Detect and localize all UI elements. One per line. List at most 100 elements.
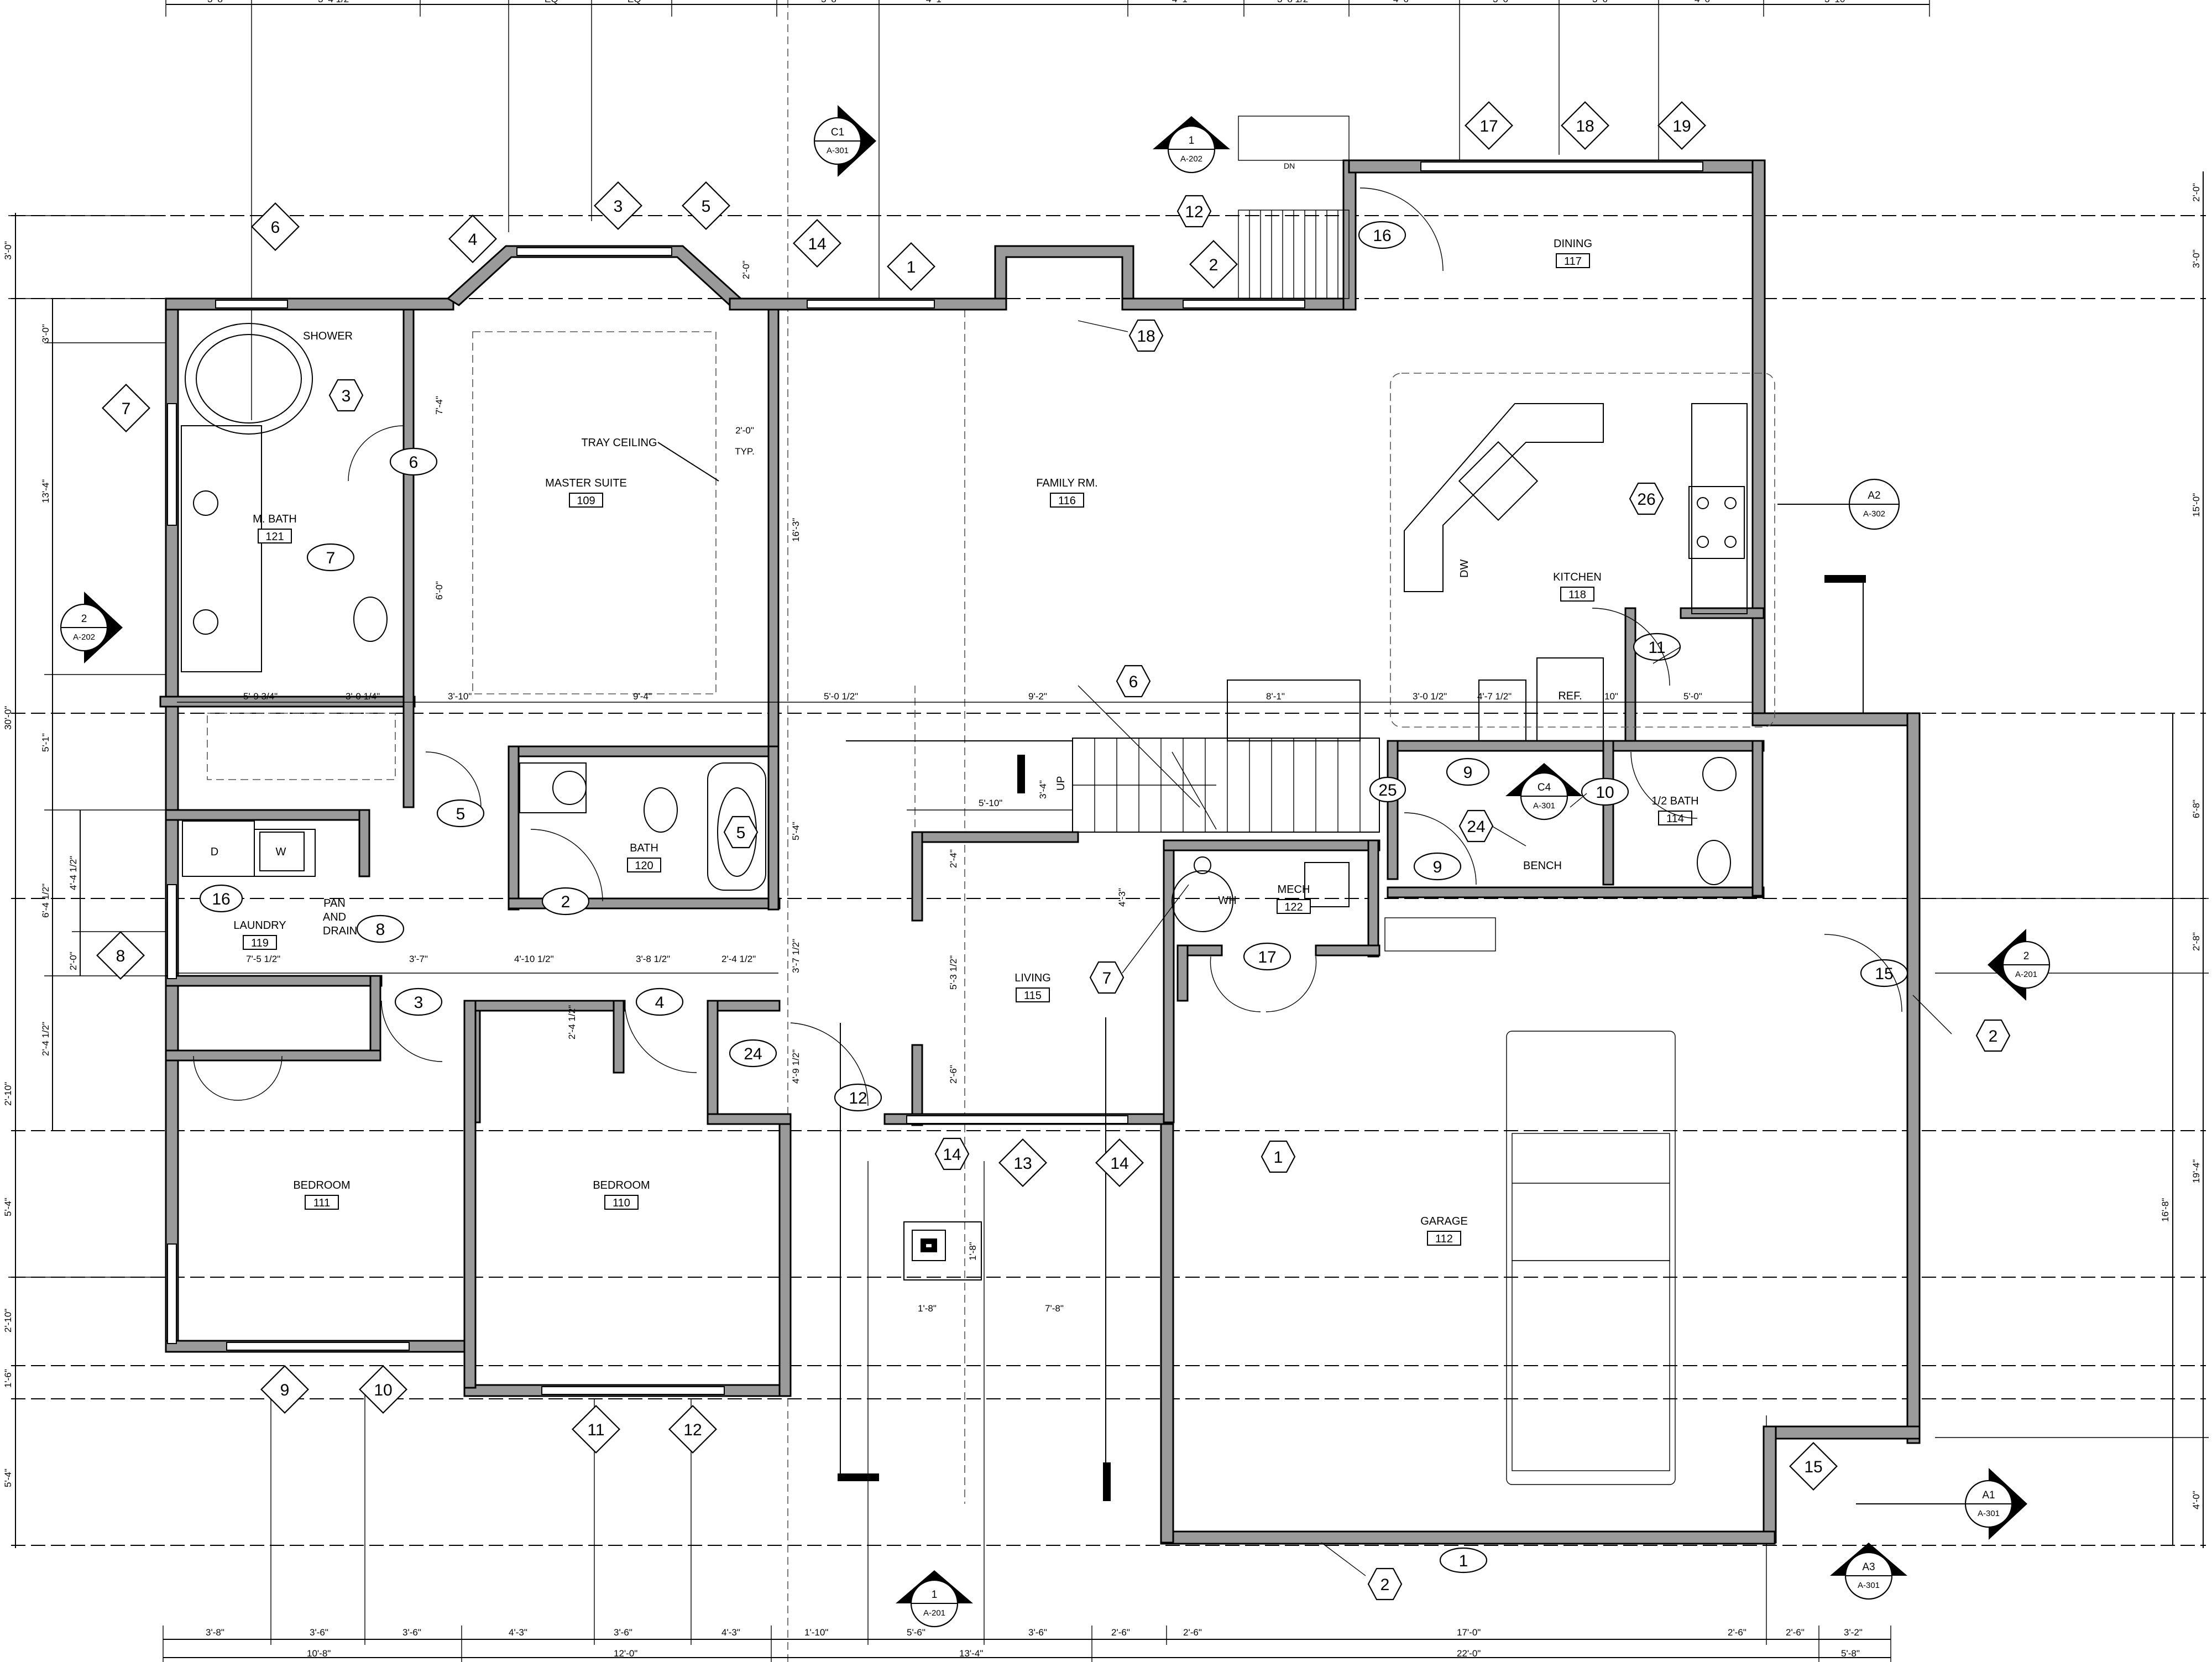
door-tag: 2 (541, 887, 590, 916)
section-c4-bottom: A-301 (1533, 801, 1555, 811)
svg-text:15: 15 (1804, 1458, 1822, 1476)
car (1506, 1031, 1676, 1485)
wall-tag: 7 (1089, 961, 1125, 994)
room-kitchen-number: 118 (1568, 589, 1586, 601)
window-tag: 2 (1189, 240, 1238, 289)
ceiling-outlines (207, 331, 1775, 780)
dim-int-24: 1'-8" (918, 1303, 937, 1314)
room-mbath-label: M. BATH (253, 513, 297, 525)
wall-tag: 6 (1116, 665, 1151, 698)
window-tag: 17 (1465, 101, 1513, 150)
section-2-a201-bottom: A-201 (2015, 970, 2037, 979)
stairs: UP DN (1055, 116, 1496, 952)
dim-int-20: 4'-3" (1117, 888, 1127, 907)
dim-bot-3: 3'-6" (402, 1627, 421, 1638)
dim-bot-10: 2'-6" (1111, 1627, 1130, 1638)
dim-top-9: 4'-6" (1393, 0, 1412, 4)
dim-bot-6: 4'-3" (721, 1627, 740, 1638)
svg-text:18: 18 (1576, 117, 1594, 135)
up-label: UP (1055, 776, 1067, 791)
room-bedroom-110-number: 110 (613, 1197, 630, 1209)
dim-right-6: 19'-4" (2191, 1159, 2201, 1183)
dim-int-29: 5'-4" (791, 822, 801, 840)
dim-top-3: EQ (545, 0, 558, 4)
window-tag: 7 (102, 384, 150, 432)
door-tag: 24 (1458, 809, 1494, 843)
window-tag: 3 (594, 181, 642, 230)
door-tag: 5 (436, 799, 485, 828)
svg-text:17: 17 (1479, 117, 1498, 135)
dim-bot-total-1: 10'-8" (307, 1648, 331, 1659)
svg-text:18: 18 (1137, 327, 1155, 346)
dim-left-inner-5: 2'-4 1/2" (40, 1022, 51, 1056)
svg-text:14: 14 (808, 235, 826, 253)
wall-tags: 2 1 2 7 12 6 5 (723, 195, 2011, 1601)
dim-right-1: 2'-0" (2191, 183, 2201, 202)
note-drain: DRAIN (323, 925, 357, 937)
dim-left-2: 30'-0" (3, 706, 13, 730)
svg-text:16: 16 (212, 890, 230, 908)
dim-int-5: 5'-0 1/2" (824, 691, 858, 702)
door-tag: 9 (1413, 852, 1462, 881)
svg-text:10: 10 (374, 1381, 392, 1399)
dim-int-8: 3'-0 1/2" (1413, 691, 1447, 702)
dim-bot-7: 1'-10" (804, 1627, 828, 1638)
svg-text:19: 19 (1672, 117, 1691, 135)
note-ref: REF. (1558, 690, 1582, 702)
room-bath-number: 120 (635, 860, 653, 872)
bottom-dimension-strings: 3'-8" 3'-6" 3'-6" 4'-3" 3'-6" 4'-3" 1'-1… (163, 1161, 1891, 1662)
dim-int-25: 7'-8" (1045, 1303, 1064, 1314)
dim-top-8: 3'-8 1/2" (1277, 0, 1311, 4)
section-1-a202-bottom: A-202 (1180, 154, 1202, 164)
dim-int-26: 2'-4 1/2" (567, 1005, 577, 1039)
plan-notes: TRAY CEILING 2'-0" TYP. PAN AND DRAIN BE… (211, 425, 1582, 937)
svg-text:26: 26 (1637, 490, 1655, 509)
section-marker-a1: A1 A-301 (1856, 1468, 2027, 1540)
door-tag: 18 (1128, 319, 1164, 352)
room-family-number: 116 (1058, 495, 1076, 507)
note-tray-ceiling: TRAY CEILING (581, 437, 657, 449)
svg-text:24: 24 (1467, 818, 1485, 836)
window-tag: 14 (793, 219, 841, 268)
room-kitchen-label: KITCHEN (1553, 571, 1602, 583)
wall-tag: 2 (1975, 1019, 2011, 1052)
room-bath-label: BATH (630, 842, 658, 854)
room-mech-number: 122 (1284, 901, 1303, 913)
window-tag: 4 (448, 215, 497, 263)
svg-text:16: 16 (1373, 227, 1391, 245)
door-tag: 1 (1439, 1547, 1488, 1574)
room-laundry-number: 119 (251, 937, 269, 949)
svg-text:2: 2 (1380, 1576, 1390, 1594)
svg-text:6: 6 (271, 218, 280, 237)
svg-text:4: 4 (468, 231, 478, 249)
window-tag: 18 (1561, 101, 1609, 150)
interior-dimensions: 5'-9 3/4" 3'-0 1/4" 3'-10" 9'-4" 5'-0 1/… (177, 260, 1753, 1314)
dim-int-28: 3'-7 1/2" (791, 939, 801, 973)
window-tag: 10 (359, 1365, 407, 1414)
svg-text:3: 3 (414, 994, 423, 1012)
dim-int-10: 10" (1604, 691, 1618, 702)
top-dimension-string: 3'-8" 3'-4 1/2" EQ EQ 3'-8" 4'-1" 4'-1" … (165, 0, 1930, 420)
dim-right-inner-1: 16'-8" (2160, 1198, 2171, 1222)
wall-tag: 1 (1261, 1140, 1296, 1173)
dim-bot-15: 3'-2" (1844, 1627, 1863, 1638)
svg-text:6: 6 (1129, 673, 1138, 691)
door-tag: 16 (1358, 221, 1406, 249)
dim-left-3: 2'-10" (3, 1082, 13, 1106)
section-a2-top: A2 (1868, 490, 1880, 501)
dim-int-15: 2'-4 1/2" (721, 954, 756, 964)
room-living-label: LIVING (1015, 972, 1051, 984)
svg-text:8: 8 (116, 947, 125, 965)
dim-bot-5: 3'-6" (614, 1627, 632, 1638)
dim-int-22: 2'-6" (948, 1065, 959, 1084)
section-a1-bottom: A-301 (1978, 1509, 2000, 1518)
section-cut-marks (838, 575, 1866, 1501)
svg-text:9: 9 (1433, 858, 1442, 876)
window-tags: 6 4 3 5 7 8 1 2 14 17 18 19 13 9 10 11 1… (96, 101, 1838, 1491)
door-tag: 10 (1581, 777, 1629, 806)
dim-top-13: 3'-10" (1824, 0, 1848, 4)
section-2-a202-bottom: A-202 (73, 633, 95, 642)
room-garage-label: GARAGE (1420, 1215, 1468, 1227)
svg-text:5: 5 (736, 824, 746, 842)
dim-int-27: 4'-9 1/2" (791, 1049, 801, 1084)
